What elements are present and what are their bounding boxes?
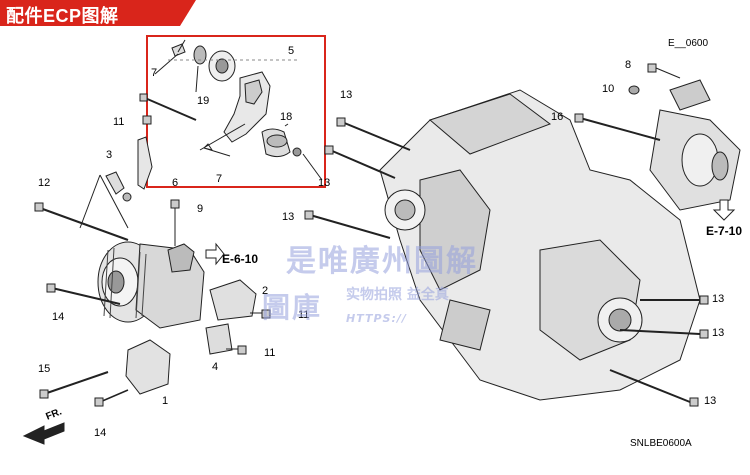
part-label[interactable]: 12 xyxy=(38,177,51,189)
part-label[interactable]: 13 xyxy=(712,327,725,339)
arrow-e-7-10 xyxy=(712,199,736,221)
part-label[interactable]: 11 xyxy=(298,309,310,321)
watermark-subtitle: 圖庫 xyxy=(262,291,323,324)
watermark-url: HTTPS:// xyxy=(346,312,407,325)
reference-e-6-10[interactable]: E-6-10 xyxy=(222,252,259,266)
alternator xyxy=(97,241,205,329)
part-label[interactable]: 9 xyxy=(197,203,204,215)
part-label[interactable]: 11 xyxy=(264,347,276,359)
watermark-tagline: 实物拍照 益全真 xyxy=(346,287,449,303)
part-label[interactable]: 7 xyxy=(216,173,223,185)
front-arrow-icon xyxy=(22,422,65,445)
highlight-box xyxy=(146,35,326,188)
part-label[interactable]: 16 xyxy=(551,111,564,123)
part-label[interactable]: 6 xyxy=(172,177,179,189)
part-label[interactable]: 4 xyxy=(212,361,219,373)
part-label[interactable]: 11 xyxy=(113,116,125,128)
banner: 配件ECP图解 xyxy=(0,0,196,26)
diagram-code: E__0600 xyxy=(668,38,709,49)
part-label[interactable]: 3 xyxy=(106,149,113,161)
part-label[interactable]: 2 xyxy=(262,285,269,297)
part-label[interactable]: 10 xyxy=(602,83,615,95)
part-label[interactable]: 13 xyxy=(318,177,331,189)
part-label[interactable]: 13 xyxy=(712,293,725,305)
part-label[interactable]: 18 xyxy=(280,111,293,123)
watermark-title: 是唯廣州圖解 xyxy=(286,244,478,279)
part-label[interactable]: 14 xyxy=(52,311,65,323)
part-label[interactable]: 5 xyxy=(288,45,295,57)
engine-block xyxy=(379,89,701,401)
belt-tensioner xyxy=(154,39,323,181)
reference-e-7-10[interactable]: E-7-10 xyxy=(706,224,743,238)
part-label[interactable]: 7 xyxy=(151,67,158,79)
arrow-e-6-10 xyxy=(205,242,225,266)
part-label[interactable]: 8 xyxy=(625,59,632,71)
part-label[interactable]: 13 xyxy=(282,211,295,223)
part-label[interactable]: 13 xyxy=(704,395,717,407)
part-label[interactable]: 19 xyxy=(197,95,210,107)
banner-title: 配件ECP图解 xyxy=(6,6,119,26)
banner-shape xyxy=(0,0,196,26)
part-label[interactable]: 14 xyxy=(94,427,107,439)
starter-motor xyxy=(649,79,741,211)
part-label[interactable]: 1 xyxy=(162,395,169,407)
figure-code: SNLBE0600A xyxy=(630,438,692,449)
part-label[interactable]: 13 xyxy=(340,89,353,101)
part-label[interactable]: 15 xyxy=(38,363,51,375)
